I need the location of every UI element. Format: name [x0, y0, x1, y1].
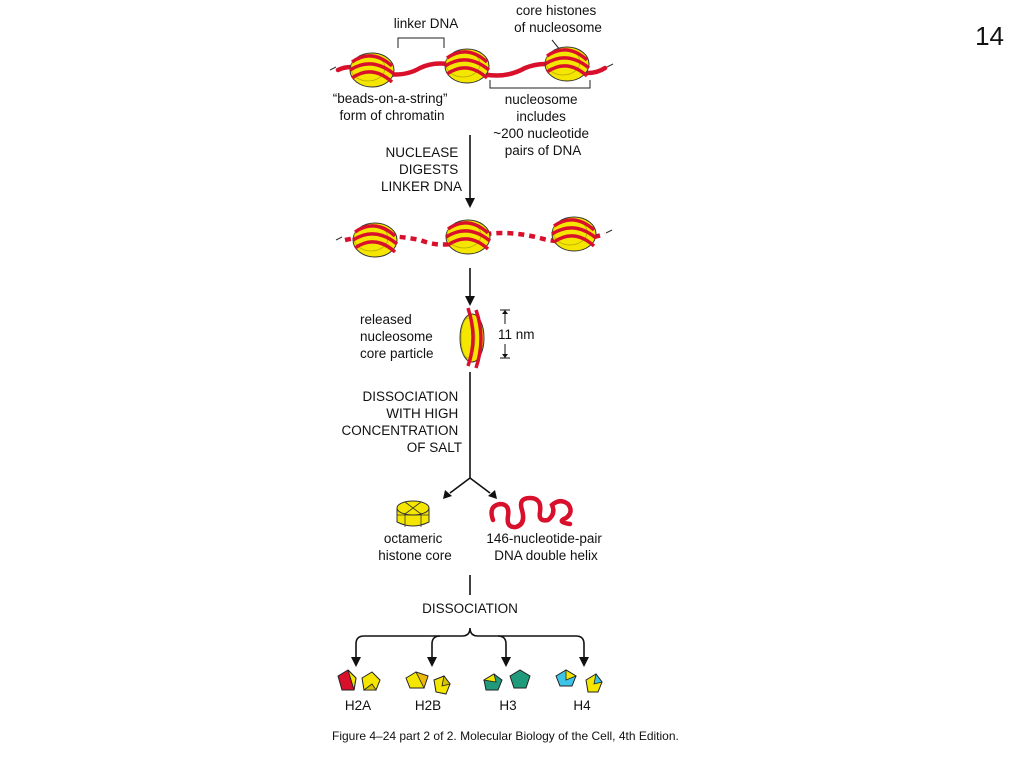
- beads-on-a-string: [329, 45, 614, 89]
- h4-icon: [555, 669, 603, 693]
- linker-dna-bracket: [397, 37, 445, 48]
- label-helix-line1: 146-nucleotide-pair: [486, 531, 602, 546]
- label-core-histones-line1: core histones: [516, 3, 597, 18]
- scale-11nm: [500, 309, 510, 359]
- digested-chromatin: [335, 215, 613, 259]
- label-beads-on-string: “beads-on-a-string” form of chromatin: [333, 91, 452, 123]
- octamer-icon: [396, 500, 430, 527]
- h2a-icon: [337, 669, 381, 691]
- label-released-core: released nucleosome core particle: [360, 312, 437, 361]
- label-includes-line4: pairs of DNA: [505, 143, 582, 158]
- arrow-head: [443, 490, 452, 499]
- nucleosome-bead: [348, 51, 396, 89]
- nucleosome-bead: [550, 215, 598, 253]
- label-h3: H3: [499, 698, 516, 713]
- step-nuclease-line1: NUCLEASE: [385, 145, 458, 160]
- page-number: 14: [975, 21, 1004, 51]
- label-released-line1: released: [360, 312, 412, 327]
- branch-right: [469, 477, 491, 494]
- arrow-head: [465, 296, 475, 306]
- nucleosome-bead: [543, 45, 591, 83]
- label-octameric-core: octameric histone core: [378, 531, 452, 563]
- core-particle: [459, 307, 485, 369]
- arrow-head: [465, 198, 475, 208]
- step-nuclease: NUCLEASE DIGESTS LINKER DNA: [381, 145, 462, 194]
- step-salt-line4: OF SALT: [407, 440, 462, 455]
- label-core-histones: core histones of nucleosome: [514, 3, 602, 35]
- label-dna-helix: 146-nucleotide-pair DNA double helix: [486, 531, 605, 563]
- step-salt-line3: CONCENTRATION: [341, 423, 458, 438]
- dissociation-brace: [351, 627, 589, 667]
- step-nuclease-line3: LINKER DNA: [381, 179, 462, 194]
- nucleosome-bead: [443, 47, 491, 85]
- label-beads-line1: “beads-on-a-string”: [333, 91, 448, 106]
- label-octamer-line1: octameric: [384, 531, 443, 546]
- label-released-line2: nucleosome: [360, 329, 433, 344]
- label-linker-dna: linker DNA: [394, 16, 459, 31]
- nucleosome-bracket: [489, 80, 591, 89]
- label-nucleosome-includes: nucleosome includes ~200 nucleotide pair…: [493, 92, 592, 158]
- nucleosome-bead: [351, 221, 399, 259]
- step-salt-line2: WITH HIGH: [386, 406, 458, 421]
- label-includes-line3: ~200 nucleotide: [493, 126, 589, 141]
- arrow-head: [488, 490, 497, 499]
- h3-icon: [482, 669, 531, 691]
- nucleosome-bead: [444, 218, 492, 256]
- label-released-line3: core particle: [360, 346, 434, 361]
- label-includes-line2: includes: [516, 109, 566, 124]
- step-nuclease-line2: DIGESTS: [399, 162, 458, 177]
- label-h4: H4: [573, 698, 591, 713]
- label-11nm: 11 nm: [498, 327, 535, 342]
- step-salt-line1: DISSOCIATION: [362, 389, 458, 404]
- label-h2a: H2A: [345, 698, 371, 713]
- label-h2b: H2B: [415, 698, 441, 713]
- step-dissociation: DISSOCIATION: [422, 601, 518, 616]
- figure-caption: Figure 4–24 part 2 of 2. Molecular Biolo…: [332, 729, 679, 743]
- h2b-icon: [405, 671, 451, 695]
- label-includes-line1: nucleosome: [505, 92, 578, 107]
- label-beads-line2: form of chromatin: [339, 108, 444, 123]
- label-octamer-line2: histone core: [378, 548, 452, 563]
- branch-left: [449, 477, 471, 494]
- step-salt: DISSOCIATION WITH HIGH CONCENTRATION OF …: [341, 389, 462, 455]
- dna-helix-icon: [489, 495, 573, 530]
- label-core-histones-line2: of nucleosome: [514, 20, 602, 35]
- label-helix-line2: DNA double helix: [494, 548, 598, 563]
